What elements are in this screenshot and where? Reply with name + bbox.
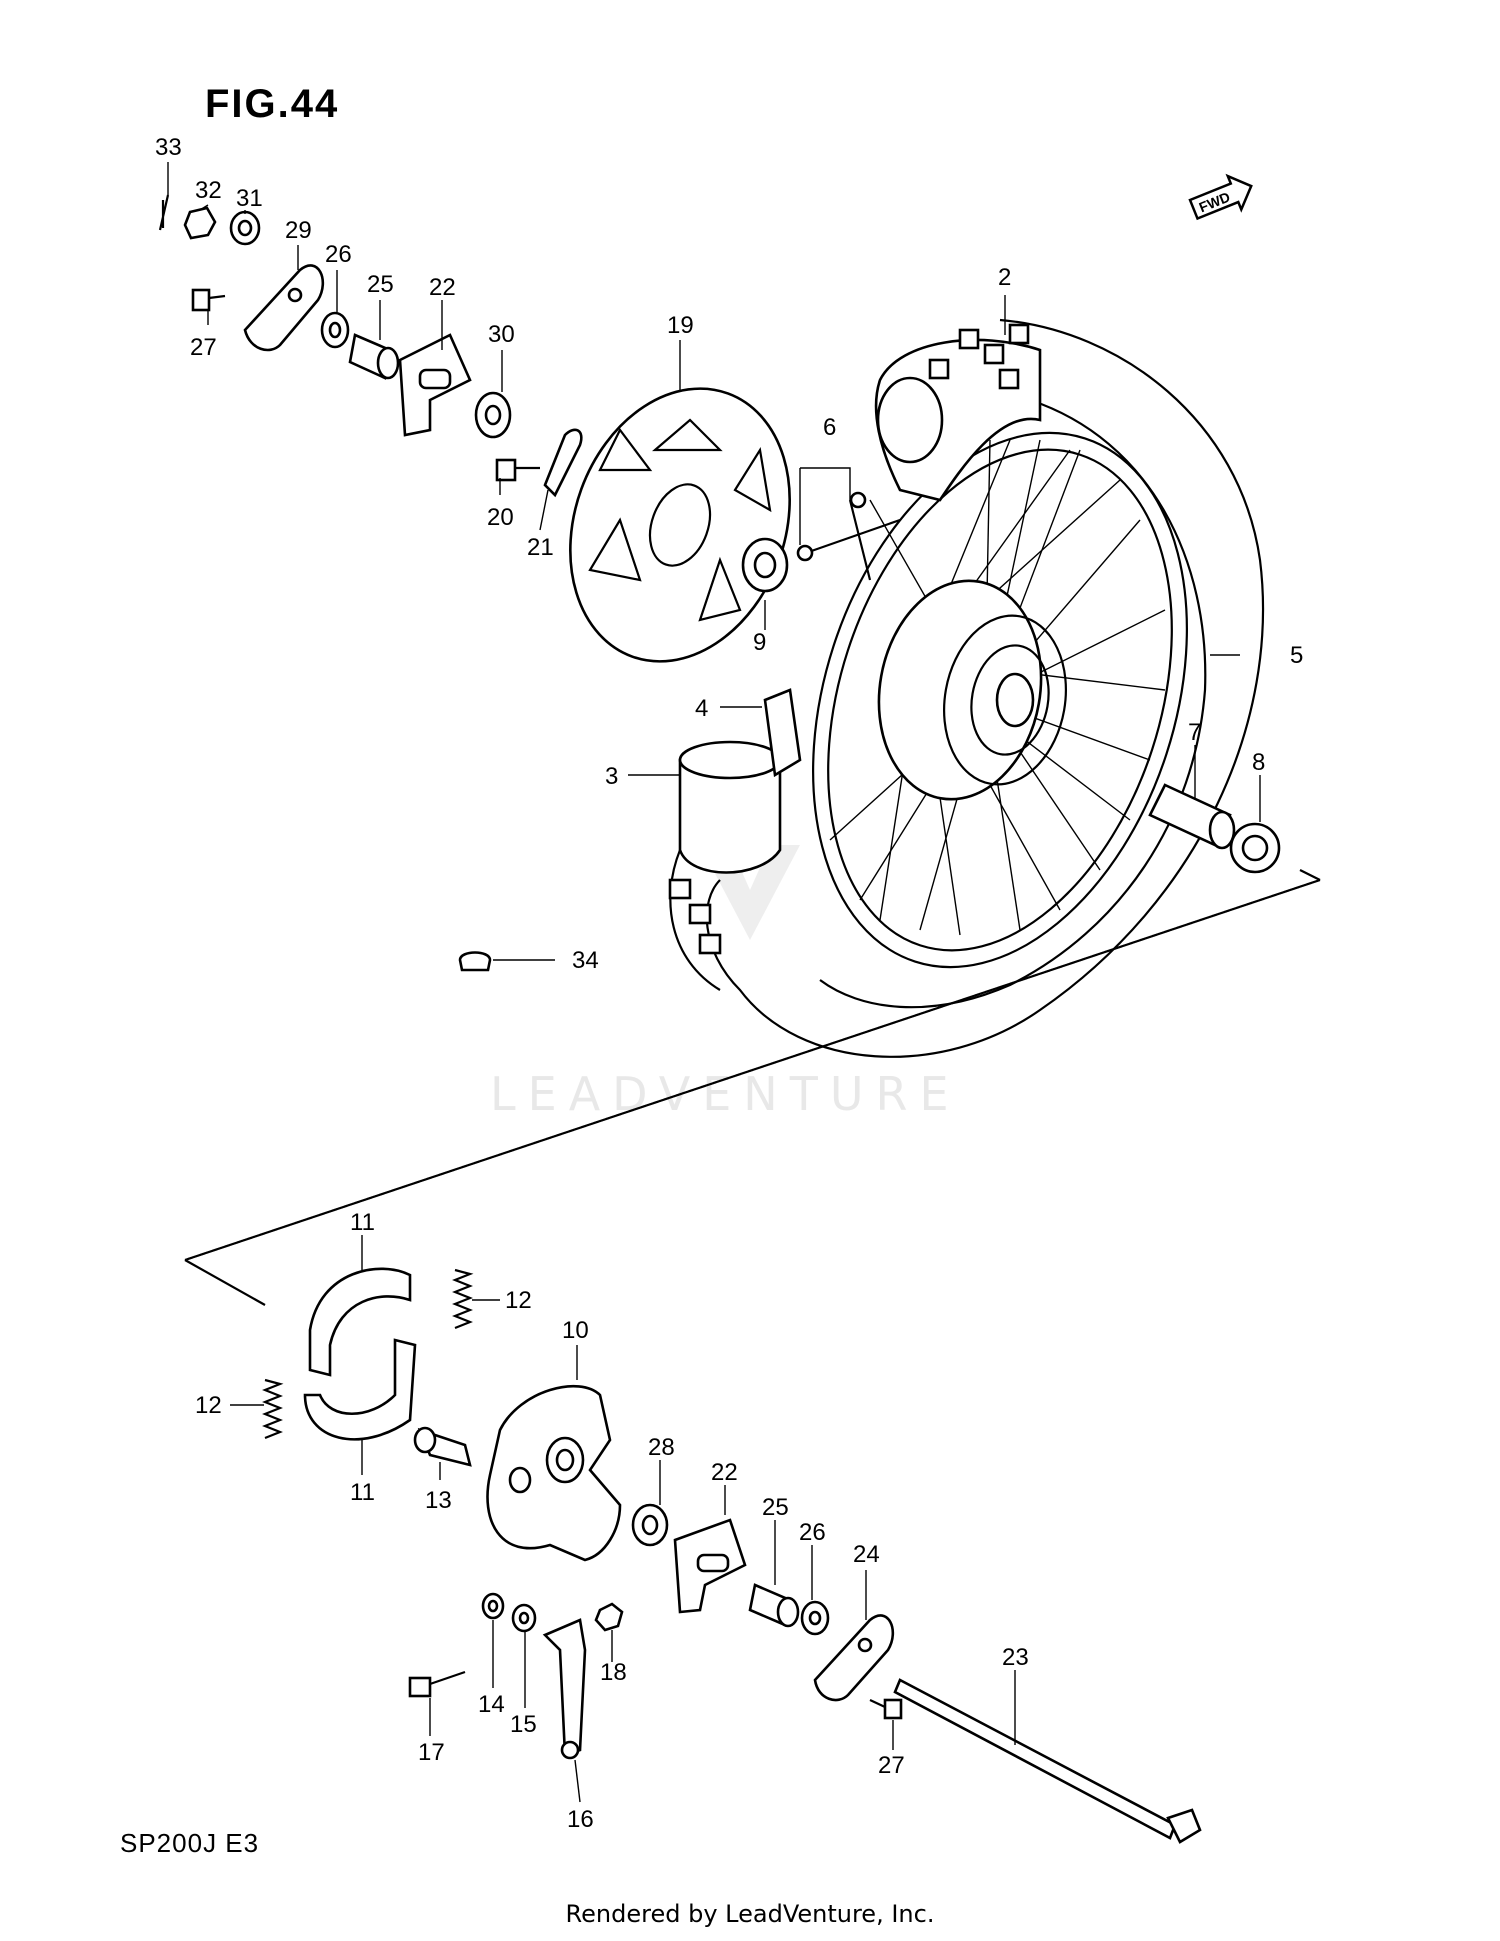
callout-15: 15 (510, 1711, 537, 1738)
seal-28 (631, 1503, 669, 1547)
callout-22: 22 (429, 274, 456, 301)
callout-14: 14 (478, 1691, 505, 1718)
callout-23: 23 (1002, 1644, 1029, 1671)
leadventure-watermark: LEADVENTURE (490, 845, 961, 1121)
callout-8: 8 (1252, 749, 1265, 776)
callout-21: 21 (527, 534, 554, 561)
callout-20: 20 (487, 504, 514, 531)
chain-adjuster-24 (813, 1614, 894, 1702)
callout-29: 29 (285, 217, 312, 244)
callout-18: 18 (600, 1659, 627, 1686)
nut-18 (594, 1602, 624, 1632)
callout-6: 6 (823, 414, 836, 441)
spring-12-left (262, 1378, 284, 1440)
callout-26-bottom: 26 (799, 1519, 826, 1546)
sprocket-19 (569, 387, 791, 663)
callout-leaders (167, 162, 1261, 1803)
callout-12-right: 12 (505, 1287, 532, 1314)
callout-26: 26 (325, 241, 352, 268)
cotter-pin-33 (158, 194, 170, 231)
bearing-8 (1229, 822, 1281, 874)
chain-puller-22-top (398, 333, 472, 437)
callout-16: 16 (567, 1806, 594, 1833)
callout-34: 34 (572, 947, 599, 974)
callout-13: 13 (425, 1487, 452, 1514)
spoke-set-6 (796, 467, 901, 581)
callout-32: 32 (195, 177, 222, 204)
nut-32 (183, 206, 217, 240)
spring-12-right (452, 1268, 474, 1330)
bolt-20 (495, 458, 540, 482)
callout-25: 25 (367, 271, 394, 298)
washer-15 (511, 1603, 537, 1633)
callout-33: 33 (155, 134, 182, 161)
callout-22-bottom: 22 (711, 1459, 738, 1486)
callout-10: 10 (562, 1317, 589, 1344)
bolt-27-bottom (869, 1698, 903, 1720)
cam-13 (413, 1426, 472, 1467)
tube-section-3 (668, 740, 782, 991)
axle-23 (893, 1678, 1202, 1844)
brake-shoe-11-upper (308, 1267, 412, 1377)
chain-adjuster-29 (243, 264, 324, 352)
callout-30: 30 (488, 321, 515, 348)
callout-12-left: 12 (195, 1392, 222, 1419)
washer-26-bottom (800, 1600, 830, 1636)
callout-5: 5 (1290, 642, 1303, 669)
spacer-25-bottom (748, 1583, 800, 1628)
rim-band-4 (763, 688, 802, 778)
lock-washer-21 (543, 428, 583, 498)
callout-27-bottom: 27 (878, 1752, 905, 1779)
washer-31 (229, 210, 261, 246)
brake-panel-10 (486, 1384, 622, 1562)
callout-labels: 33 32 31 29 26 25 22 30 27 19 20 21 2 6 … (155, 134, 1303, 1833)
model-code: SP200J E3 (120, 1828, 260, 1858)
chain-puller-22-bottom (673, 1518, 747, 1614)
plug-34 (458, 951, 492, 972)
brake-arm-16 (542, 1618, 587, 1760)
rendered-by-footer: Rendered by LeadVenture, Inc. (565, 1900, 935, 1928)
callout-2: 2 (998, 264, 1011, 291)
callout-31: 31 (236, 185, 263, 212)
callout-25-bottom: 25 (762, 1494, 789, 1521)
washer-14 (481, 1592, 505, 1620)
callout-7: 7 (1188, 719, 1201, 746)
callout-19: 19 (667, 312, 694, 339)
callout-28: 28 (648, 1434, 675, 1461)
callout-11-upper: 11 (350, 1209, 375, 1236)
bolt-27-top (191, 288, 226, 312)
callout-11-lower: 11 (350, 1479, 375, 1506)
bolt-17 (408, 1670, 466, 1698)
figure-title: FIG.44 (205, 82, 340, 126)
rear-wheel-assembly (668, 318, 1281, 1058)
spacer-25-top (348, 333, 400, 380)
callout-17: 17 (418, 1739, 445, 1766)
washer-26-top (320, 311, 350, 349)
callout-3: 3 (605, 763, 618, 790)
fwd-arrow-icon: FWD (1188, 173, 1253, 221)
callout-9: 9 (753, 629, 766, 656)
tire-section-2 (874, 323, 1042, 502)
bearing-9 (741, 537, 789, 593)
spacer-7 (1148, 783, 1236, 850)
callout-27: 27 (190, 334, 217, 361)
washer-30 (474, 391, 512, 439)
callout-4: 4 (695, 695, 708, 722)
brake-shoe-11-lower (303, 1338, 417, 1441)
callout-24: 24 (853, 1541, 880, 1568)
svg-text:LEADVENTURE: LEADVENTURE (490, 1067, 961, 1121)
